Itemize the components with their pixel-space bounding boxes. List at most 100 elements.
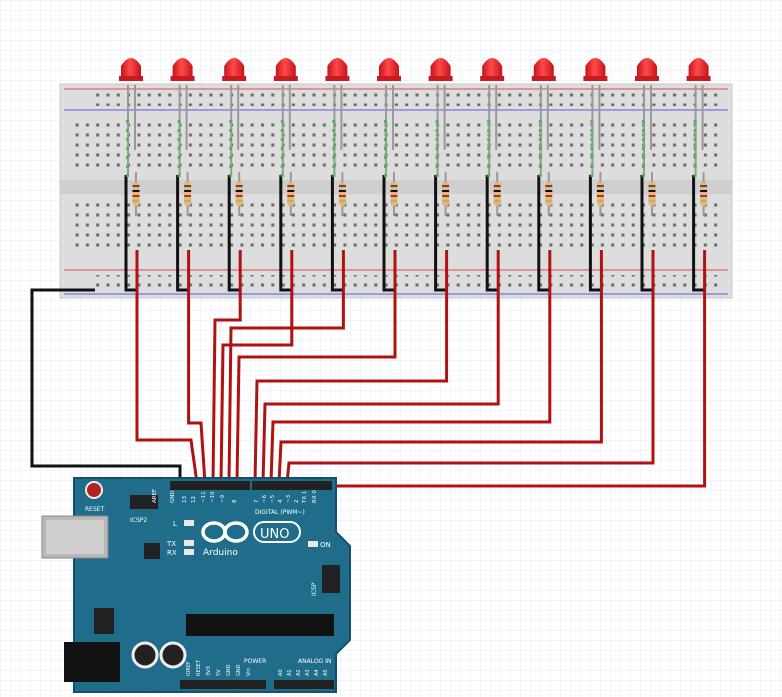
ground-jumper-wire [537,175,549,292]
power-pin-label: Vin [246,668,252,676]
red-led-icon [377,58,401,81]
analog-pin-label: A5 [323,669,329,676]
red-led-icon [273,58,298,81]
ground-jumper-wire [434,175,446,292]
power-pin-label: GND [226,664,232,676]
power-jack [64,642,120,682]
led-tx [184,540,194,546]
signal-wire [227,250,345,484]
digital-pin-label: 12 [191,496,197,503]
digital-pwm-label: DIGITAL (PWM~) [255,509,305,516]
digital-pin-label: AREF [152,489,158,503]
digital-pin-label: RX 0 [312,490,318,503]
digital-pin-label: TX 1 [302,491,308,504]
l-label: L [173,520,177,528]
ground-jumper-wire [176,175,188,292]
resistor-icon [700,172,708,216]
analog-pin-label: A4 [314,669,320,676]
resistor-icon [287,172,295,216]
capacitor-2 [159,641,187,669]
analog-pin-label: A0 [278,669,284,676]
led-on [308,541,318,547]
capacitor-1 [131,641,159,669]
digital-header-left [170,481,250,490]
icsp2-header [130,495,158,509]
icsp2-label: ICSP2 [130,517,147,524]
power-pin-label: GND [236,664,242,676]
power-pin-label: 5V [216,669,222,676]
icsp-header [322,565,340,593]
analog-pin-label: A3 [305,669,311,676]
ground-jumper-wire [279,175,291,292]
microcontroller-chip [186,614,334,636]
voltage-regulator [94,608,114,634]
power-pin-label: 3V3 [206,666,212,676]
icsp-label: ICSP [311,582,318,596]
power-header [180,680,266,689]
digital-pin-label: ~5 [270,494,276,503]
ground-jumper-wire [382,175,394,292]
red-led-icon [635,58,659,81]
analog-header [274,680,334,689]
power-pin-label: RESET [196,659,202,676]
signal-wire [261,250,500,484]
small-chip [144,543,160,559]
resistor-icon [648,172,656,216]
ground-jumper-wire [227,175,240,292]
signal-wire [277,250,603,484]
resistor-icon [184,172,192,216]
ground-jumper-wire [692,175,704,292]
digital-pin-label: ~3 [286,494,292,503]
red-led-icon [686,58,711,81]
red-led-icon [428,58,453,81]
resistor-icon [235,172,243,216]
analog-label: ANALOG IN [298,658,331,665]
digital-pin-label: 13 [182,496,188,503]
arduino-logo-icon [201,521,249,543]
signal-wire [285,250,655,484]
digital-pin-label: 7 [254,499,260,503]
digital-pin-label: ~10 [210,491,216,503]
led-rx [184,549,194,555]
ground-jumper-wire [485,175,498,292]
components [119,58,711,216]
signal-wire [211,250,242,484]
signal-wire [135,250,199,484]
resistor-icon [442,172,450,216]
red-led-icon [531,58,556,81]
digital-pin-label: 2 [294,500,300,504]
model-text: UNO [260,527,289,542]
resistor-icon [390,172,398,216]
signal-wire [219,250,294,484]
resistor-icon [338,172,346,216]
brand-text: Arduino [203,548,238,558]
digital-pin-label: 4 [278,499,284,503]
led-l [184,520,194,526]
tx-label: TX [166,540,176,548]
signal-wire [269,250,552,484]
digital-pin-label: ~6 [262,494,268,503]
red-led-icon [325,58,350,81]
rx-label: RX [167,549,177,557]
reset-button[interactable] [85,481,103,499]
red-led-icon [222,58,247,81]
resistor-icon [493,172,501,216]
resistor-icon [596,172,604,216]
signal-wire [187,250,207,484]
signal-wire [253,250,449,484]
ground-jumper-wire [124,175,136,292]
power-label: POWER [244,658,266,665]
ground-jumper-wire [640,175,652,292]
resistor-icon [132,172,140,216]
digital-header-right [252,481,332,490]
analog-pin-label: A2 [296,669,302,676]
analog-pin-label: A1 [287,669,293,676]
ground-wire [30,288,182,483]
red-led-icon [583,58,608,81]
red-led-icon [480,58,505,81]
